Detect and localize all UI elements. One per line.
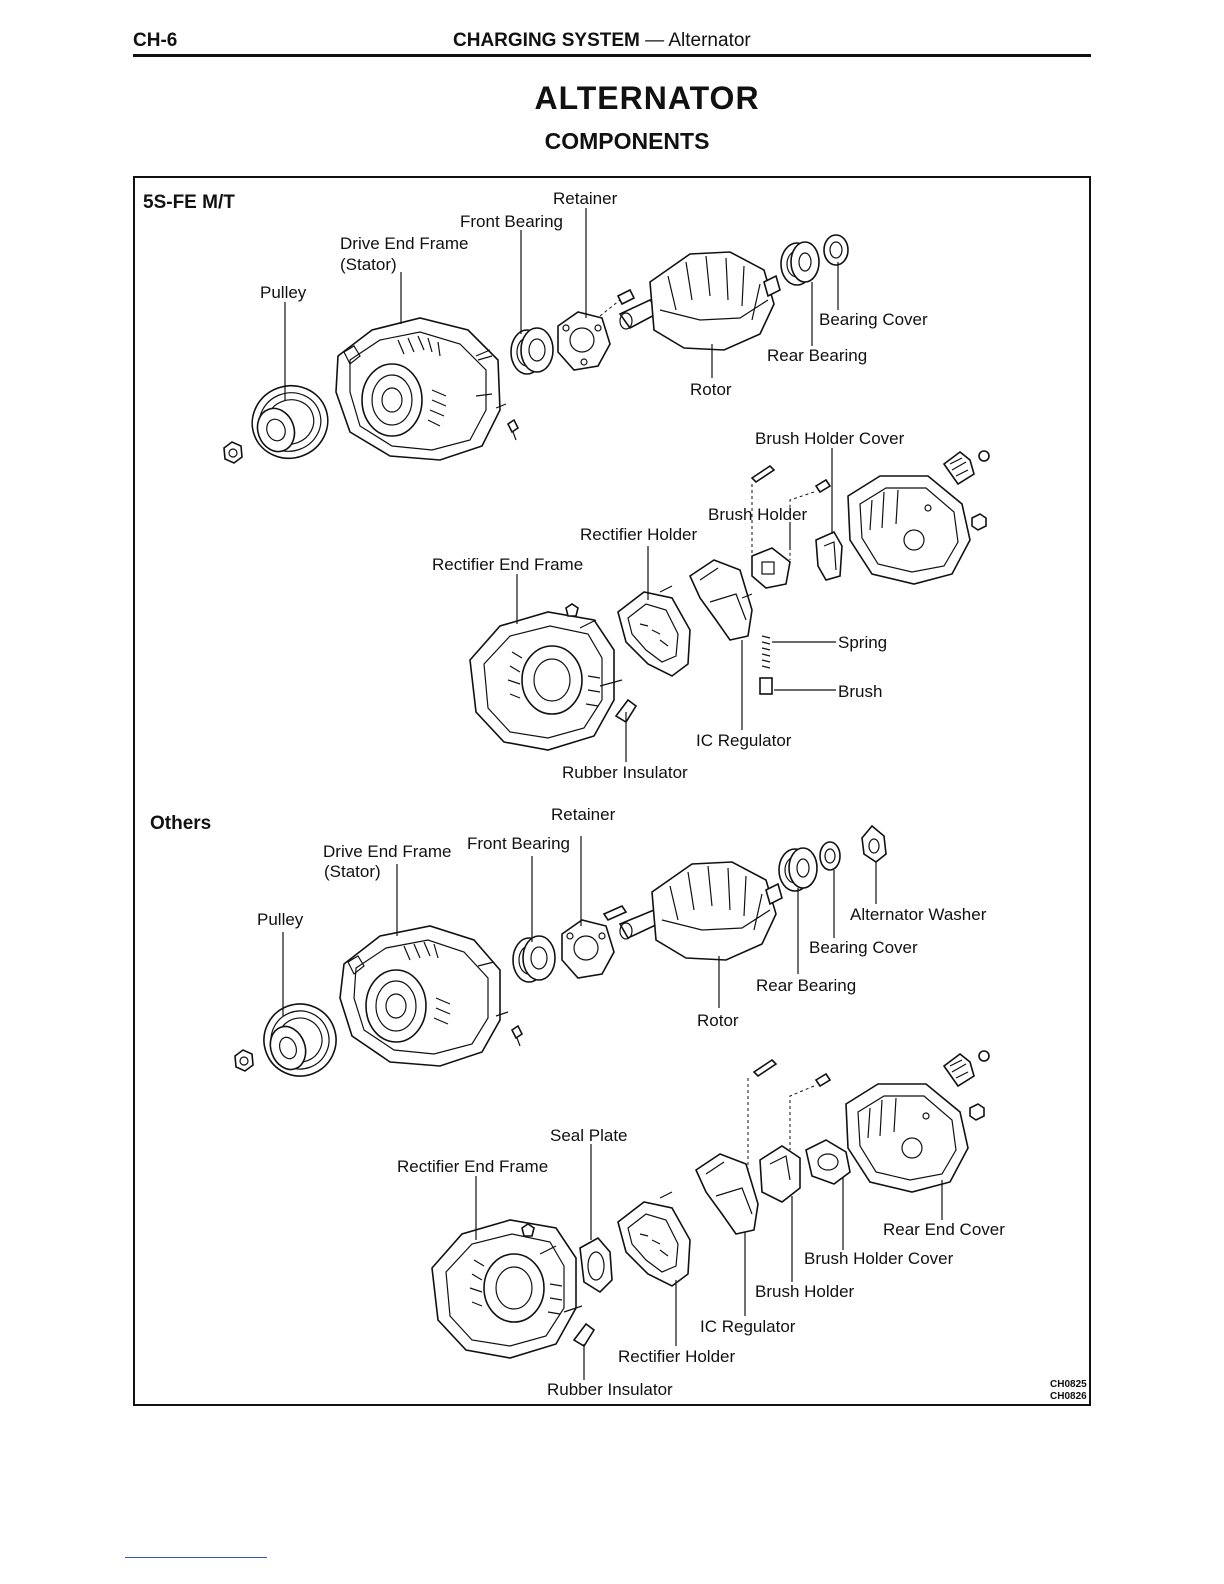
pulley-drawing-2 xyxy=(263,1003,337,1077)
rectifier-holder-drawing-2 xyxy=(617,1191,691,1287)
ic-regulator-drawing xyxy=(688,559,753,641)
pulley-nut-drawing xyxy=(223,441,243,464)
label-rectifier-end-frame-2: Rectifier End Frame xyxy=(397,1157,548,1176)
diagram-frame xyxy=(133,176,1091,1406)
label-seal-plate: Seal Plate xyxy=(550,1126,628,1145)
label-front-bearing-2: Front Bearing xyxy=(467,834,570,853)
terminal-insulator-drawing xyxy=(942,450,990,486)
label-alternator-washer: Alternator Washer xyxy=(850,905,987,924)
label-rotor-2: Rotor xyxy=(697,1011,739,1030)
brush-drawing xyxy=(759,677,773,695)
drive-end-frame-drawing-2 xyxy=(339,925,524,1067)
bearing-cover-drawing xyxy=(823,234,849,266)
label-rear-bearing: Rear Bearing xyxy=(767,346,867,365)
label-stator-2: (Stator) xyxy=(324,862,381,881)
label-pulley-2: Pulley xyxy=(257,910,304,929)
running-title-subsection: — Alternator xyxy=(639,30,751,51)
running-title: CHARGING SYSTEM — Alternator xyxy=(453,30,751,52)
label-ic-regulator-2: IC Regulator xyxy=(700,1317,796,1336)
label-spring: Spring xyxy=(838,633,887,652)
rotor-drawing xyxy=(618,251,781,351)
diagram-code-2: CH0826 xyxy=(1050,1391,1087,1402)
label-rectifier-holder-2: Rectifier Holder xyxy=(618,1347,735,1366)
rear-end-cover-drawing xyxy=(847,475,971,585)
brush-holder-cover-drawing-2 xyxy=(805,1139,851,1185)
label-rectifier-holder: Rectifier Holder xyxy=(580,525,697,544)
label-drive-end-frame: Drive End Frame xyxy=(340,234,468,253)
terminal-nut-drawing-2 xyxy=(969,1103,985,1121)
section-others: Others xyxy=(150,805,1005,1399)
footer-rule xyxy=(125,1557,267,1558)
rear-bearing-drawing-2 xyxy=(778,847,818,892)
rotor-drawing-2 xyxy=(618,861,783,961)
page-header: CH-6 CHARGING SYSTEM — Alternator xyxy=(133,30,1091,56)
label-retainer: Retainer xyxy=(553,189,618,208)
retainer-drawing xyxy=(557,288,636,371)
label-pulley: Pulley xyxy=(260,283,307,302)
terminal-nut-drawing xyxy=(971,513,987,531)
diagram-code-1: CH0825 xyxy=(1050,1379,1087,1390)
label-brush-holder-cover: Brush Holder Cover xyxy=(755,429,905,448)
section-heading-5sfe: 5S-FE M/T xyxy=(143,192,235,213)
brush-holder-cover-drawing xyxy=(815,530,843,581)
brush-holder-drawing-2 xyxy=(759,1145,801,1203)
label-drive-end-frame-2: Drive End Frame xyxy=(323,842,451,861)
page-number: CH-6 xyxy=(133,30,178,51)
cover-screws-drawing-2 xyxy=(747,1058,832,1170)
label-rubber-insulator-2: Rubber Insulator xyxy=(547,1380,673,1399)
pulley-nut-drawing-2 xyxy=(234,1049,254,1072)
label-brush-holder: Brush Holder xyxy=(708,505,808,524)
label-rubber-insulator: Rubber Insulator xyxy=(562,763,688,782)
label-rotor: Rotor xyxy=(690,380,732,399)
label-brush: Brush xyxy=(838,682,882,701)
label-stator: (Stator) xyxy=(340,255,397,274)
label-rectifier-end-frame: Rectifier End Frame xyxy=(432,555,583,574)
label-brush-holder-cover-2: Brush Holder Cover xyxy=(804,1249,954,1268)
bearing-cover-drawing-2 xyxy=(819,841,841,871)
leader-lines-top xyxy=(284,208,839,762)
ic-regulator-drawing-2 xyxy=(694,1153,759,1235)
page-title: ALTERNATOR xyxy=(534,80,760,116)
section-heading-others: Others xyxy=(150,813,211,834)
label-rear-end-cover: Rear End Cover xyxy=(883,1220,1005,1239)
front-bearing-drawing xyxy=(510,327,554,375)
drive-end-frame-drawing xyxy=(335,317,520,461)
leader-lines-bottom xyxy=(282,836,943,1380)
cover-screws-drawing xyxy=(750,464,832,560)
label-rear-bearing-2: Rear Bearing xyxy=(756,976,856,995)
rear-bearing-drawing xyxy=(780,241,820,286)
section-5sfe-mt: 5S-FE M/T xyxy=(143,189,990,782)
label-bearing-cover: Bearing Cover xyxy=(819,310,928,329)
alternator-washer-drawing xyxy=(861,824,887,863)
rubber-insulator-drawing-2 xyxy=(572,1322,596,1348)
header-rule xyxy=(133,54,1091,57)
label-front-bearing: Front Bearing xyxy=(460,212,563,231)
page-subtitle: COMPONENTS xyxy=(544,128,710,154)
spring-drawing xyxy=(761,635,771,669)
retainer-drawing-2 xyxy=(561,904,628,979)
rear-end-cover-drawing-2 xyxy=(845,1083,969,1193)
pulley-drawing xyxy=(251,384,329,460)
rectifier-end-frame-drawing xyxy=(469,603,623,751)
rectifier-holder-drawing xyxy=(617,585,691,677)
rubber-insulator-drawing xyxy=(614,698,638,724)
label-brush-holder-2: Brush Holder xyxy=(755,1282,855,1301)
label-bearing-cover-2: Bearing Cover xyxy=(809,938,918,957)
running-title-section: CHARGING SYSTEM xyxy=(453,30,640,51)
label-retainer-2: Retainer xyxy=(551,805,616,824)
terminal-insulator-drawing-2 xyxy=(942,1050,990,1088)
rectifier-end-frame-drawing-2 xyxy=(431,1219,583,1359)
label-ic-regulator: IC Regulator xyxy=(696,731,792,750)
seal-plate-drawing xyxy=(579,1236,613,1294)
front-bearing-drawing-2 xyxy=(512,935,556,983)
brush-holder-drawing xyxy=(751,547,791,589)
